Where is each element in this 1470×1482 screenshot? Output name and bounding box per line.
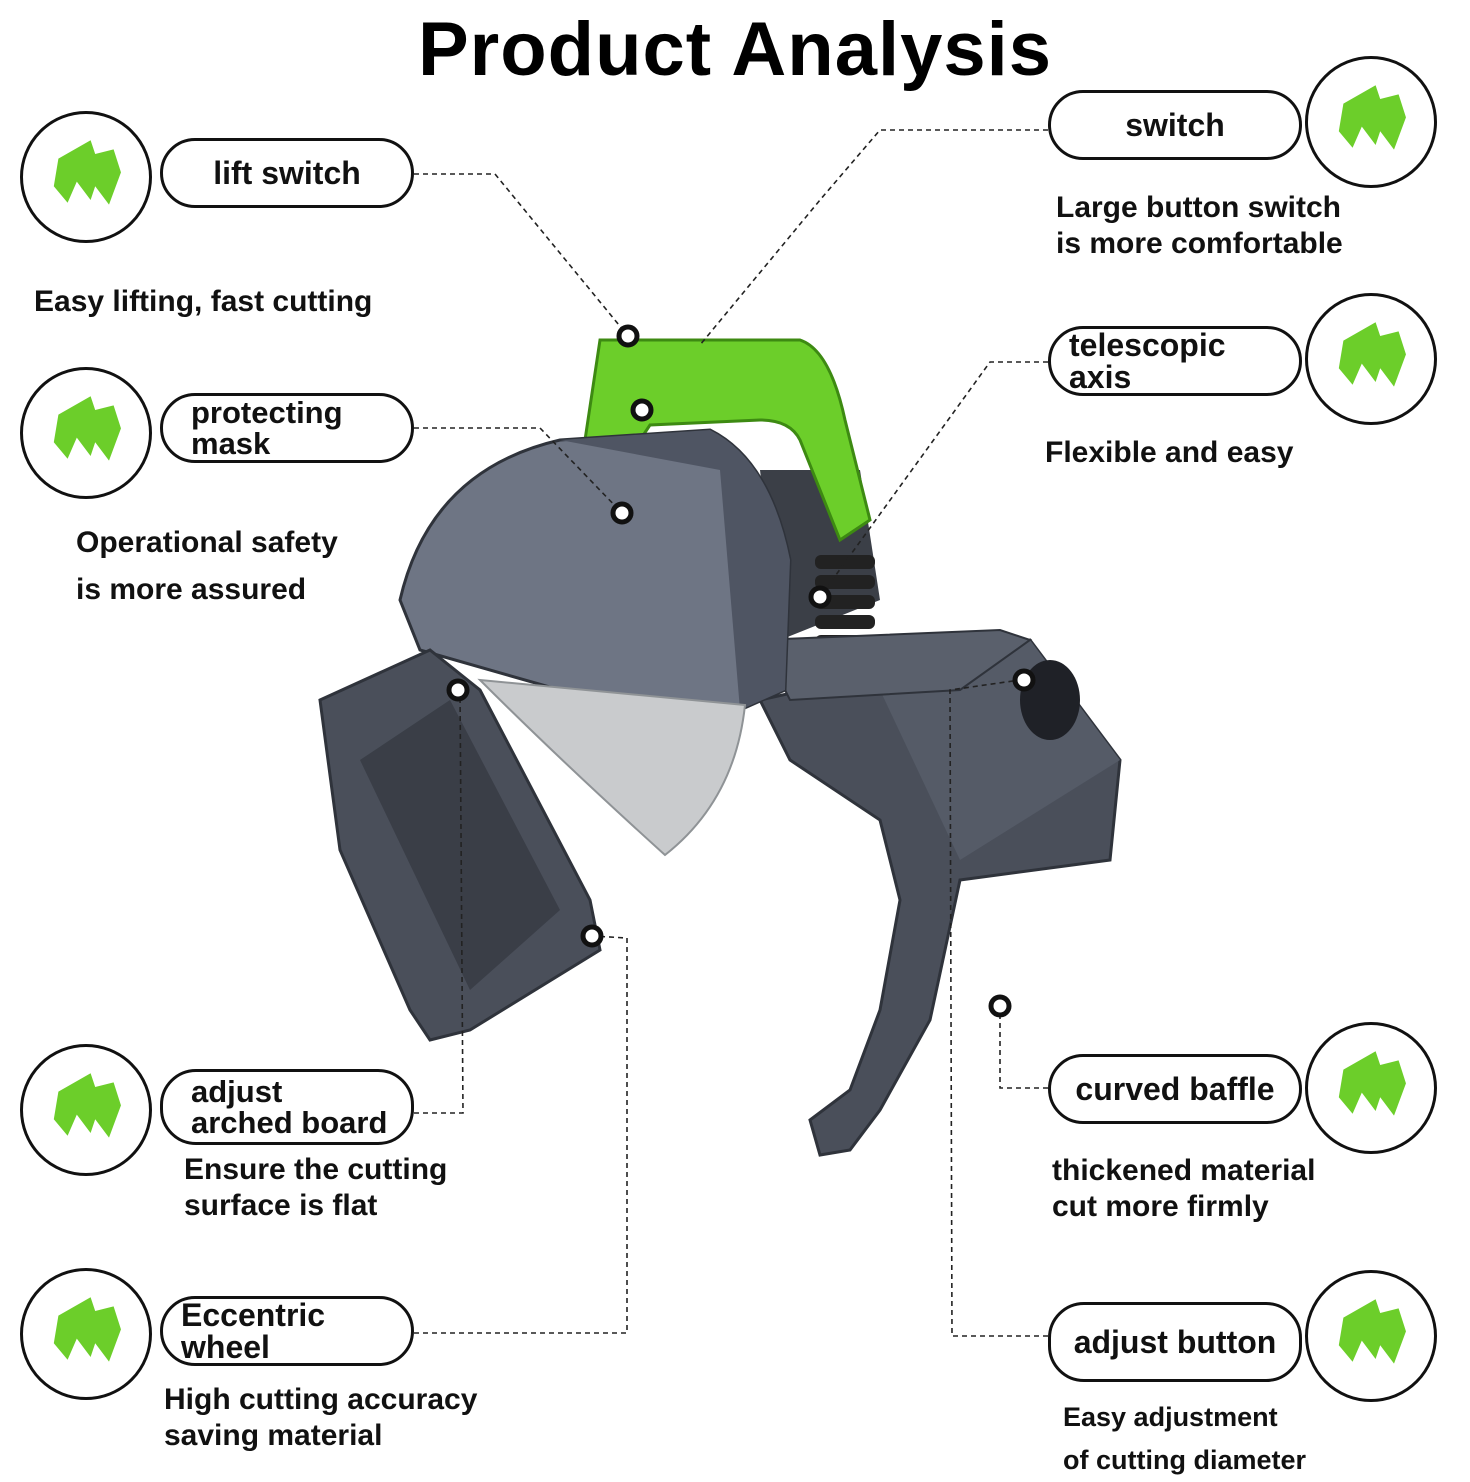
desc-line: Flexible and easy [1045, 436, 1294, 469]
callout-dot-lift-switch [616, 324, 640, 348]
leader-switch [699, 129, 1048, 346]
desc-line: Operational safety [76, 526, 338, 559]
page-title: Product Analysis [417, 7, 1053, 92]
desc-line: thickened material [1052, 1154, 1316, 1187]
callout-dot-switch [630, 398, 654, 422]
adjust-button-label: adjust button [1048, 1302, 1302, 1382]
telescopic-axis-description: Flexible and easy [1045, 435, 1293, 471]
callout-dot-curved-baffle [988, 994, 1012, 1018]
label-line: mask [191, 426, 271, 461]
callout-dot-protecting-mask [610, 501, 634, 525]
curved-baffle-label: curved baffle [1048, 1054, 1302, 1124]
callout-dot-telescopic-axis [808, 585, 832, 609]
green-claw-logo-icon [20, 111, 152, 243]
adjust-arched-board-description: Ensure the cutting surface is flat [184, 1152, 447, 1224]
saw-blade [477, 678, 747, 857]
telescopic-axis-label: telescopic axis [1048, 326, 1302, 396]
leader-telescopic-axis [819, 361, 1048, 598]
curved-baffle-description: thickened material cut more firmly [1052, 1153, 1315, 1225]
leader-adjust-button [949, 679, 1048, 1337]
desc-line: cut more firmly [1052, 1190, 1269, 1223]
switch-label: switch [1048, 90, 1302, 160]
desc-line: High cutting accuracy [164, 1383, 478, 1416]
desc-line: Easy adjustment [1063, 1402, 1278, 1432]
label-line: adjust [191, 1074, 283, 1109]
green-claw-logo-icon [1305, 293, 1437, 425]
leader-curved-baffle [999, 1006, 1048, 1089]
desc-line: saving material [164, 1419, 383, 1452]
green-claw-logo-icon [1305, 56, 1437, 188]
desc-line: of cutting diameter [1063, 1445, 1307, 1476]
desc-line: Ensure the cutting [184, 1153, 448, 1186]
adjust-button-description: Easy adjustment of cutting diameter [1063, 1396, 1306, 1482]
green-claw-logo-icon [20, 1268, 152, 1400]
eccentric-wheel-label: Eccentric wheel [160, 1296, 414, 1366]
label-line: arched board [191, 1105, 388, 1140]
callout-dot-adjust-button [1012, 668, 1036, 692]
callout-dot-eccentric-wheel [580, 924, 604, 948]
green-claw-logo-icon [20, 367, 152, 499]
adjust-arched-board-label: adjust arched board [160, 1069, 414, 1145]
callout-dot-adjust-arched-board [446, 678, 470, 702]
label-line: protecting [191, 395, 343, 430]
desc-line: surface is flat [184, 1189, 378, 1222]
leader-eccentric-wheel [414, 935, 628, 1334]
green-claw-logo-icon [1305, 1270, 1437, 1402]
lift-switch-label: lift switch [160, 138, 414, 208]
leader-adjust-arched-board [414, 689, 464, 1114]
green-claw-logo-icon [20, 1044, 152, 1176]
desc-line: is more assured [76, 572, 307, 606]
switch-description: Large button switch is more comfortable [1056, 190, 1343, 262]
protecting-mask-label: protecting mask [160, 393, 414, 463]
leader-lift-switch [414, 173, 629, 337]
leader-protecting-mask [414, 427, 623, 514]
eccentric-wheel-description: High cutting accuracy saving material [164, 1382, 477, 1454]
green-handle [583, 338, 872, 543]
desc-line: Large button switch [1056, 191, 1341, 224]
desc-line: is more comfortable [1056, 227, 1343, 260]
lift-switch-description: Easy lifting, fast cutting [34, 284, 372, 320]
desc-line: Easy lifting, fast cutting [34, 285, 373, 318]
protecting-mask-description: Operational safety is more assured [76, 520, 338, 613]
green-claw-logo-icon [1305, 1022, 1437, 1154]
